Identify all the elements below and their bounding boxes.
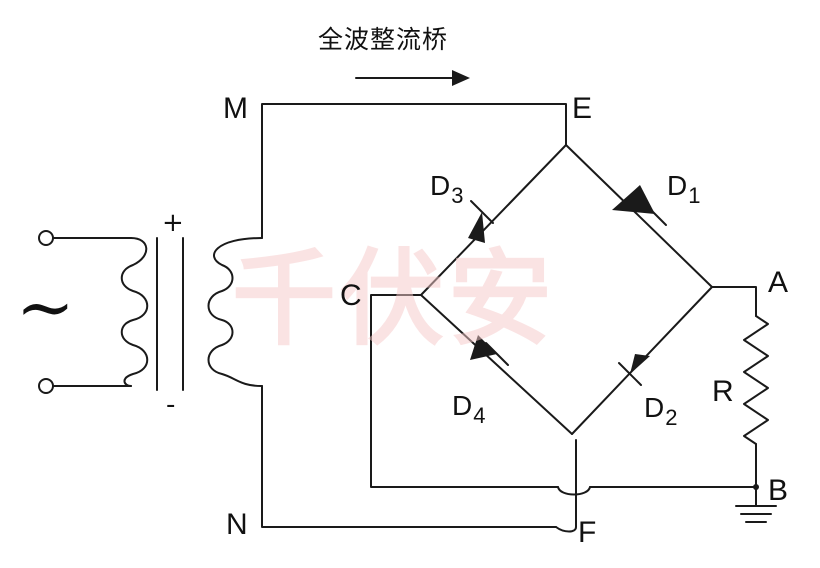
bridge-edge-E-A [565, 144, 713, 288]
flow-arrow-head [452, 70, 470, 86]
diode-D3-letter: D [430, 170, 451, 201]
node-label-C: C [340, 279, 362, 312]
diode-D1-subscript: 1 [688, 183, 701, 208]
bridge-edge-C-E [420, 144, 567, 296]
wire-M-E [261, 103, 567, 239]
diode-D4-subscript: 4 [473, 403, 486, 428]
diode-D1 [612, 185, 655, 214]
diode-D3-subscript: 3 [451, 183, 464, 208]
node-label-B: B [768, 474, 789, 507]
wire-C-loop [370, 294, 559, 488]
diode-D2-letter: D [644, 392, 665, 423]
diode-label-D4: D4 [452, 390, 485, 427]
wire-hop [557, 486, 591, 496]
wire-N-F [261, 385, 557, 528]
resistor-label: R [712, 375, 734, 408]
bridge-edge-F-C [420, 294, 573, 435]
junction-B [753, 484, 759, 490]
diagram-title: 全波整流桥 [318, 25, 449, 54]
diode-D4 [470, 335, 497, 360]
secondary-coil [207, 237, 263, 387]
resistor-R [743, 315, 769, 445]
transformer-minus: - [166, 390, 176, 420]
primary-coil [120, 237, 149, 387]
node-label-E: E [572, 92, 593, 125]
wire-F-jumper [555, 439, 577, 533]
node-label-M: M [223, 92, 248, 125]
ac-source-symbol: ~ [16, 266, 75, 348]
diode-D3 [468, 212, 485, 243]
diode-label-D1: D1 [667, 170, 700, 207]
diode-D1-letter: D [667, 170, 688, 201]
diode-label-D2: D2 [644, 392, 677, 429]
transformer-plus: + [162, 208, 184, 238]
wire-A-R [711, 286, 757, 317]
diode-D2-subscript: 2 [665, 405, 678, 430]
diode-D4-letter: D [452, 390, 473, 421]
input-terminal-bottom [38, 378, 54, 394]
watermark: 千伏安 [232, 238, 557, 360]
node-label-A: A [768, 266, 789, 299]
node-label-N: N [226, 508, 248, 541]
input-terminal-top [38, 230, 54, 246]
diode-D2 [630, 354, 650, 374]
diode-label-D3: D3 [430, 170, 463, 207]
node-label-F: F [578, 516, 597, 549]
